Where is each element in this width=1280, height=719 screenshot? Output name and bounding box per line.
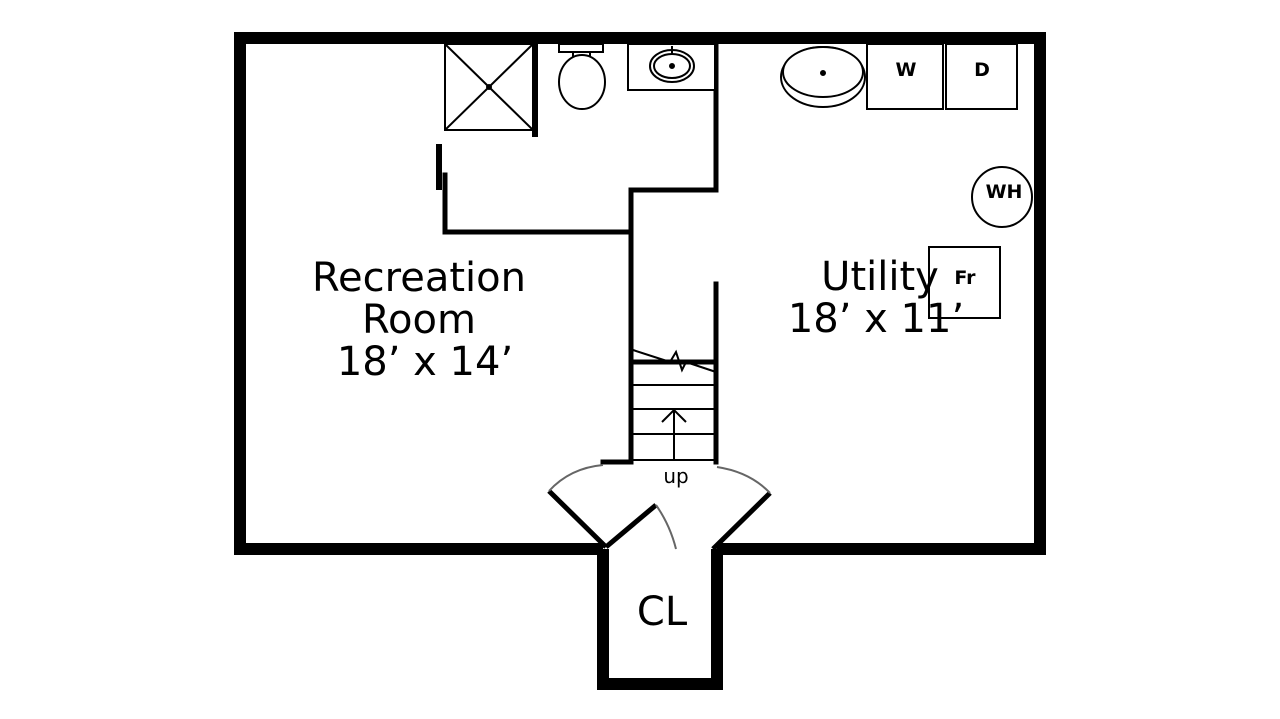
utility-door-leaf — [711, 491, 772, 551]
closet-name: CL — [637, 589, 688, 635]
furnace: Fr — [928, 246, 1001, 319]
closet-door-swing — [655, 504, 677, 550]
recreation-room-name-line2: Room — [362, 297, 476, 343]
recreation-room-dimensions: 18’ x 14’ — [337, 339, 513, 385]
stairs-up-label: up — [663, 464, 688, 488]
closet-door-leaf — [604, 503, 658, 549]
washer — [866, 43, 944, 110]
stairs — [631, 349, 717, 461]
vanity-sink — [627, 43, 716, 91]
recreation-room-name-line1: Recreation — [312, 255, 526, 301]
washer-dryer: W D — [866, 43, 1018, 110]
toilet — [558, 43, 606, 110]
recreation-door-swing — [548, 464, 604, 492]
dryer — [945, 43, 1018, 110]
shower-stall — [444, 43, 538, 137]
water-heater-label: WH — [986, 181, 1023, 203]
doors — [547, 464, 772, 551]
water-heater: WH — [971, 166, 1033, 228]
recreation-door-leaf — [547, 489, 608, 549]
exterior-walls — [234, 32, 1046, 690]
utility-tub — [780, 46, 866, 108]
utility-door-swing — [716, 466, 771, 494]
stair-arrow-head — [661, 408, 687, 423]
furnace-label: Fr — [954, 267, 976, 289]
utility-room-name: Utility — [821, 254, 939, 300]
washer-label: W — [896, 59, 917, 81]
bathroom-door-jamb — [436, 144, 442, 190]
dryer-label: D — [974, 59, 990, 81]
